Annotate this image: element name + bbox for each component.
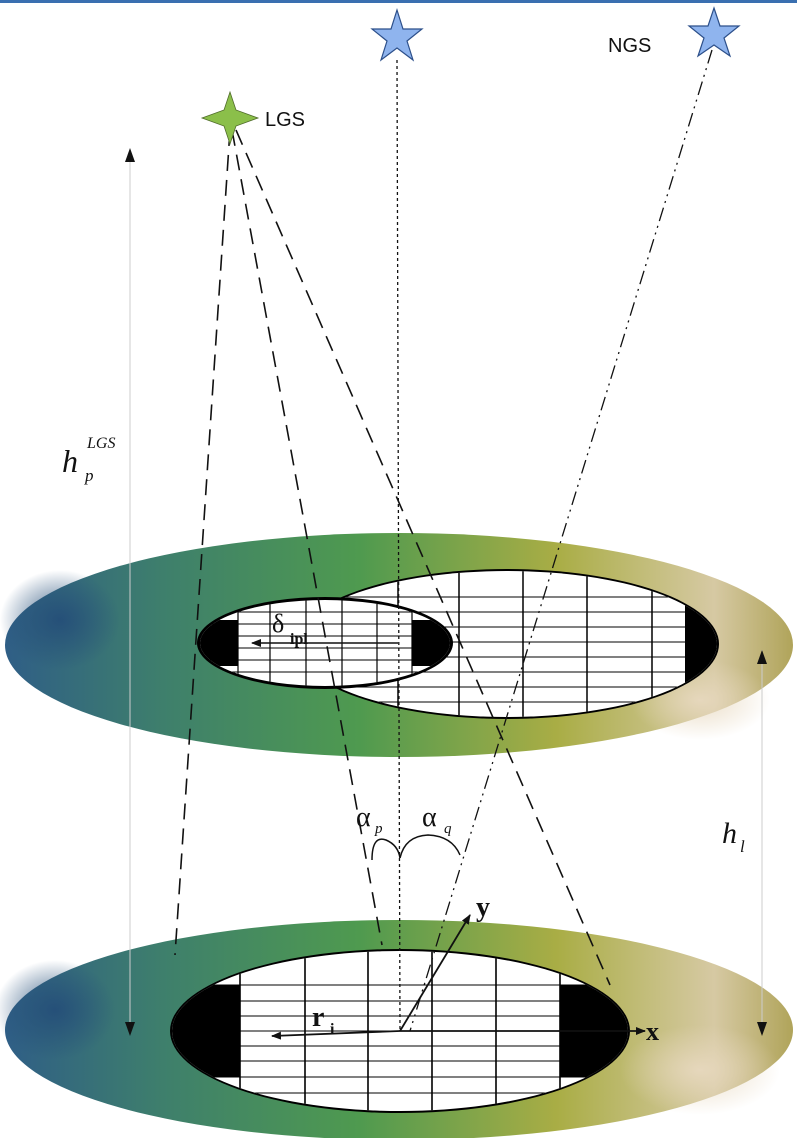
lgs-star-icon (200, 90, 260, 146)
lgs-label: LGS (265, 109, 305, 131)
y-axis-label: y (476, 892, 490, 923)
svg-text:h: h (62, 443, 78, 479)
lower-layer (0, 914, 793, 1138)
svg-text:q: q (444, 821, 452, 837)
alpha-p-label: α p (356, 802, 383, 837)
ngs-line (409, 49, 713, 1032)
svg-text:l: l (740, 837, 745, 856)
delta-ipl-label: δ ipl (272, 609, 308, 648)
r-i-arrow (271, 1030, 401, 1040)
svg-text:i: i (330, 1021, 335, 1038)
on-axis-star-icon (370, 8, 424, 62)
ngs-label: NGS (608, 35, 651, 57)
svg-text:LGS: LGS (86, 435, 115, 452)
svg-text:δ: δ (272, 609, 284, 638)
ngs-star-icon (687, 6, 741, 58)
svg-text:α: α (356, 802, 371, 833)
altitude-marker-hp (125, 148, 135, 1036)
upper-layer (0, 533, 793, 757)
hp-lgs-label: h p LGS (62, 435, 115, 485)
hl-label: h l (722, 817, 745, 856)
altitude-marker-hl (757, 650, 767, 1036)
svg-text:α: α (422, 802, 437, 833)
svg-text:p: p (374, 821, 383, 837)
svg-text:r: r (312, 1002, 324, 1033)
svg-text:ipl: ipl (290, 631, 308, 648)
svg-text:p: p (84, 466, 94, 485)
x-axis-label: x (646, 1017, 659, 1046)
alpha-q-arc (399, 834, 461, 859)
svg-text:h: h (722, 817, 737, 850)
y-axis-arrow (399, 914, 471, 1032)
lgs-cone (174, 129, 611, 986)
alpha-p-arc (371, 838, 401, 861)
r-i-label: r i (312, 1002, 335, 1038)
title-bar (0, 0, 797, 3)
alpha-q-label: α q (422, 802, 452, 837)
